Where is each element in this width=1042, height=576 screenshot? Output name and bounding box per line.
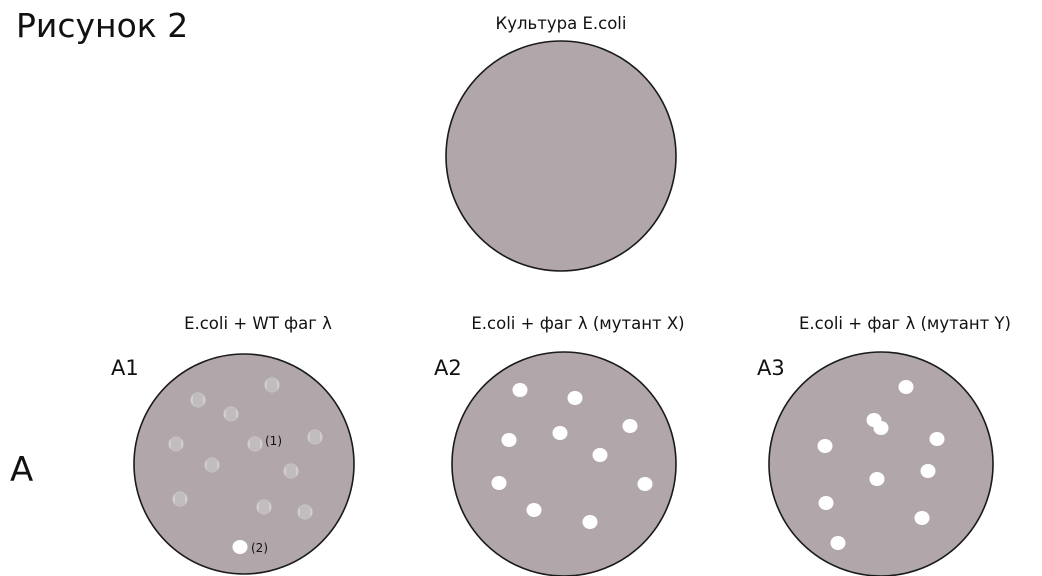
clear-plaque [929, 432, 945, 446]
plate-a2-label: E.coli + фаг λ (мутант X) [471, 314, 684, 333]
plate-a3-id: A3 [757, 356, 785, 380]
plate-a3-label: E.coli + фаг λ (мутант Y) [799, 314, 1011, 333]
clear-plaque [914, 511, 930, 525]
turbid-plaque [283, 463, 299, 479]
clear-plaque [232, 540, 248, 554]
clear-plaque [818, 496, 834, 510]
clear-plaque [501, 433, 517, 447]
plaque-callout-2: (2) [251, 541, 268, 555]
clear-plaque [491, 476, 507, 490]
clear-plaque [622, 419, 638, 433]
clear-plaque [898, 380, 914, 394]
plate-a3-plaques [817, 380, 945, 550]
clear-plaque [830, 536, 846, 550]
clear-plaque [817, 439, 833, 453]
turbid-plaque [307, 429, 323, 445]
plaque-callout-1: (1) [265, 434, 282, 448]
plate-a1-plaques [168, 377, 323, 554]
turbid-plaque [264, 377, 280, 393]
turbid-plaque [256, 499, 272, 515]
plate-a1 [133, 353, 355, 575]
turbid-plaque [190, 392, 206, 408]
panel-letter: А [10, 450, 33, 490]
turbid-plaque [168, 436, 184, 452]
clear-plaque [567, 391, 583, 405]
clear-plaque [920, 464, 936, 478]
clear-plaque [526, 503, 542, 517]
plate-a1-label: E.coli + WT фаг λ [184, 314, 332, 333]
figure-title: Рисунок 2 [16, 6, 188, 45]
clear-plaque [637, 477, 653, 491]
turbid-plaque [172, 491, 188, 507]
turbid-plaque [297, 504, 313, 520]
plate-a2-plaques [491, 383, 653, 529]
clear-plaque [512, 383, 528, 397]
clear-plaque [552, 426, 568, 440]
clear-plaque [869, 472, 885, 486]
clear-plaque [873, 421, 889, 435]
control-plate [445, 40, 677, 272]
clear-plaque [582, 515, 598, 529]
plate-a3 [768, 351, 994, 576]
plate-a2-id: A2 [434, 356, 462, 380]
turbid-plaque [204, 457, 220, 473]
turbid-plaque [223, 406, 239, 422]
plate-a1-id: A1 [111, 356, 139, 380]
clear-plaque [592, 448, 608, 462]
plate-a2 [451, 351, 677, 576]
control-plate-label: Культура E.coli [496, 14, 627, 33]
turbid-plaque [247, 436, 263, 452]
